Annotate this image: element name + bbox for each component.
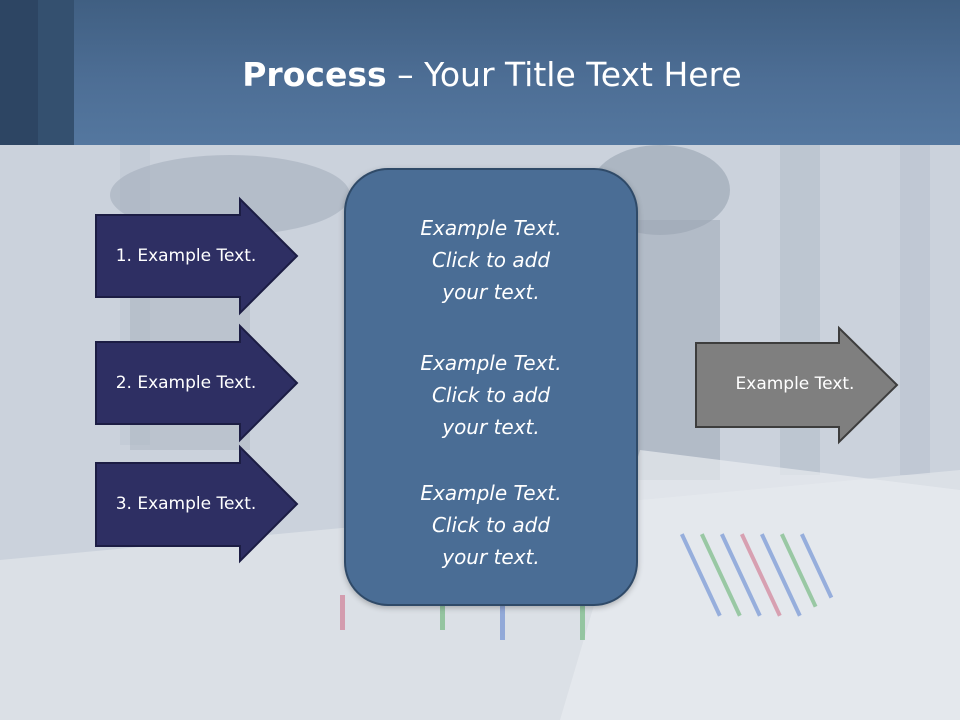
center-text-block-2[interactable]: Example Text. Click to add your text. <box>344 347 638 443</box>
right-arrow[interactable] <box>695 325 899 445</box>
center-text-line: your text. <box>442 280 540 304</box>
center-text-line: Click to add <box>431 383 551 407</box>
left-arrow-2[interactable] <box>95 323 299 443</box>
left-arrow-2-label: 2. Example Text. <box>115 373 257 393</box>
center-text-line: Example Text. <box>420 351 562 375</box>
left-arrow-1[interactable] <box>95 196 299 316</box>
center-text-block-3[interactable]: Example Text. Click to add your text. <box>344 477 638 573</box>
title-bold: Process <box>242 55 387 94</box>
center-text-line: Click to add <box>431 248 551 272</box>
header-accent-strip <box>38 0 74 145</box>
left-arrow-3[interactable] <box>95 444 299 564</box>
center-text-line: Example Text. <box>420 481 562 505</box>
center-text-line: your text. <box>442 415 540 439</box>
title-bar <box>0 0 960 145</box>
center-content-box[interactable] <box>344 168 638 606</box>
left-arrow-1-label: 1. Example Text. <box>115 246 257 266</box>
header-accent-strip <box>0 0 38 145</box>
center-text-line: your text. <box>442 545 540 569</box>
center-text-block-1[interactable]: Example Text. Click to add your text. <box>344 212 638 308</box>
right-arrow-label: Example Text. <box>735 374 855 394</box>
left-arrow-3-label: 3. Example Text. <box>115 494 257 514</box>
center-text-line: Click to add <box>431 513 551 537</box>
center-text-line: Example Text. <box>420 216 562 240</box>
slide-title[interactable]: Process – Your Title Text Here <box>0 54 960 96</box>
title-rest: – Your Title Text Here <box>386 55 742 94</box>
